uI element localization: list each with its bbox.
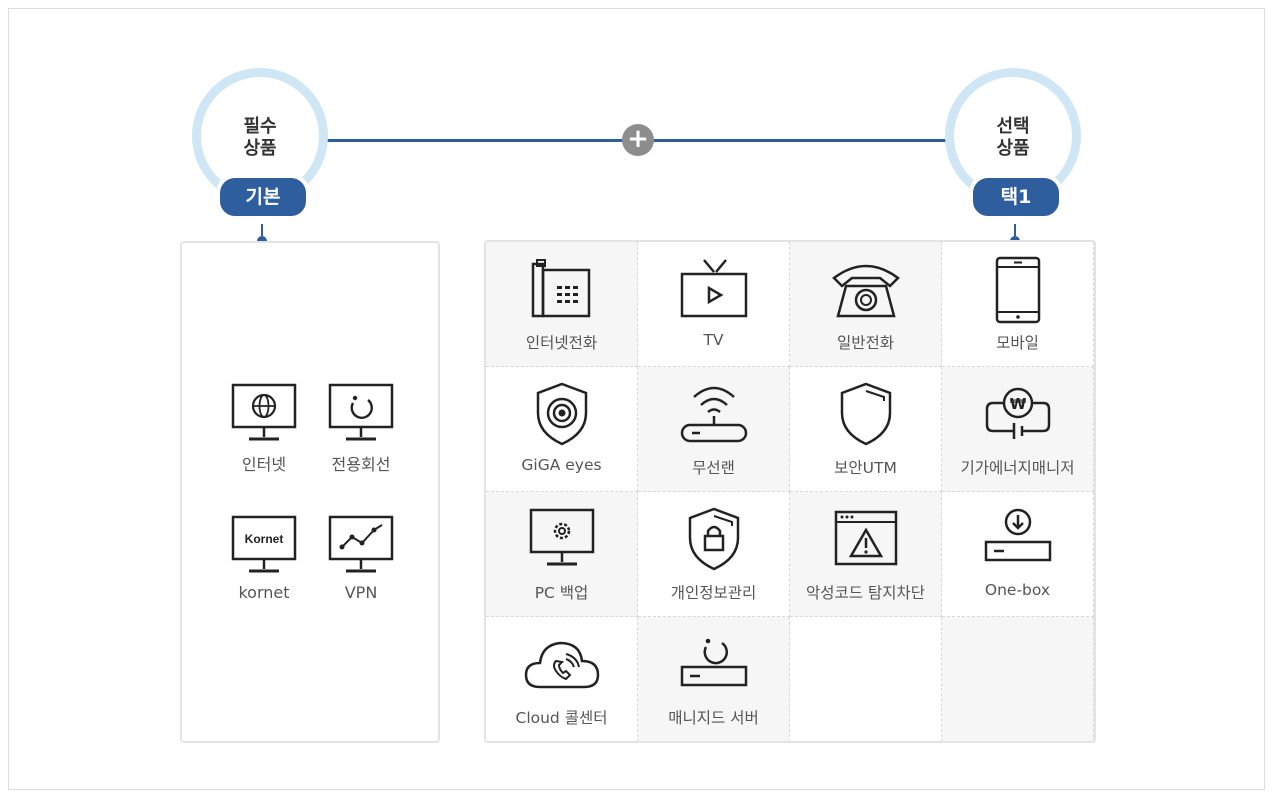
option-label: 인터넷전화 xyxy=(525,334,598,352)
camera-shield-icon xyxy=(536,382,587,446)
basic-item-kornet[interactable]: Kornet kornet xyxy=(219,515,309,602)
option-tv[interactable]: TV xyxy=(638,242,790,367)
select-pin-line xyxy=(1014,224,1016,236)
basic-pill: 기본 xyxy=(216,174,310,220)
network-monitor-icon xyxy=(328,515,394,573)
one-box-icon xyxy=(984,508,1051,562)
optional-products-panel: 인터넷전화 TV 일반전화 xyxy=(484,240,1096,743)
privacy-lock-icon xyxy=(688,507,739,571)
kornet-screen-text: Kornet xyxy=(245,532,284,546)
basic-item-label: 전용회선 xyxy=(331,455,391,474)
option-energy-manager[interactable]: ₩ 기가에너지매니저 xyxy=(942,367,1094,492)
optional-products-grid: 인터넷전화 TV 일반전화 xyxy=(486,242,1094,741)
managed-server-icon xyxy=(680,638,747,687)
basic-item-label: kornet xyxy=(238,583,290,602)
option-malware[interactable]: 악성코드 탐지차단 xyxy=(790,492,942,617)
plus-icon: + xyxy=(622,124,654,156)
basic-item-internet[interactable]: 인터넷 xyxy=(219,383,309,475)
option-label: 일반전화 xyxy=(836,334,895,352)
kornet-monitor-icon: Kornet xyxy=(231,515,297,573)
won-symbol: ₩ xyxy=(1009,395,1026,413)
required-title-line1: 필수 xyxy=(243,116,277,137)
basic-item-leased-line[interactable]: 전용회선 xyxy=(316,383,406,475)
basic-item-vpn[interactable]: VPN xyxy=(316,515,406,602)
option-label: GiGA eyes xyxy=(521,456,602,474)
option-label: 악성코드 탐지차단 xyxy=(805,584,925,602)
optional-title-line2: 상품 xyxy=(996,138,1030,159)
telephone-icon xyxy=(831,264,900,318)
option-privacy[interactable]: 개인정보관리 xyxy=(638,492,790,617)
select-one-pill: 택1 xyxy=(969,174,1063,220)
internet-phone-icon xyxy=(531,259,590,318)
empty-cell xyxy=(790,617,942,741)
required-title-line2: 상품 xyxy=(243,138,277,159)
option-label: 모바일 xyxy=(996,334,1039,352)
option-label: 보안UTM xyxy=(834,459,897,477)
option-mobile[interactable]: 모바일 xyxy=(942,242,1094,367)
shield-icon xyxy=(840,382,891,446)
optional-products-title: 선택 상품 xyxy=(945,116,1081,160)
mobile-icon xyxy=(995,256,1040,324)
option-security-utm[interactable]: 보안UTM xyxy=(790,367,942,492)
option-giga-eyes[interactable]: GiGA eyes xyxy=(486,367,638,492)
basic-item-label: VPN xyxy=(344,583,378,602)
basic-item-label: 인터넷 xyxy=(241,455,287,474)
optional-title-line1: 선택 xyxy=(996,116,1030,137)
globe-monitor-icon xyxy=(231,383,297,441)
energy-manager-icon: ₩ xyxy=(985,387,1050,439)
malware-warning-icon xyxy=(834,510,897,566)
option-one-box[interactable]: One-box xyxy=(942,492,1094,617)
option-label: 기가에너지매니저 xyxy=(960,459,1075,477)
wifi-router-icon xyxy=(680,386,747,443)
option-label: 개인정보관리 xyxy=(670,584,757,602)
empty-cell xyxy=(942,617,1094,741)
tv-icon xyxy=(680,259,747,318)
option-label: 매니지드 서버 xyxy=(668,709,759,727)
option-label: TV xyxy=(703,331,724,349)
option-pc-backup[interactable]: PC 백업 xyxy=(486,492,638,617)
option-label: 무선랜 xyxy=(692,459,735,477)
required-products-title: 필수 상품 xyxy=(192,116,328,160)
option-cloud-callcenter[interactable]: Cloud 콜센터 xyxy=(486,617,638,741)
basic-pin-line xyxy=(261,224,263,236)
option-internet-phone[interactable]: 인터넷전화 xyxy=(486,242,638,367)
option-label: PC 백업 xyxy=(534,584,589,602)
option-landline[interactable]: 일반전화 xyxy=(790,242,942,367)
option-label: Cloud 콜센터 xyxy=(515,709,608,727)
cloud-call-icon xyxy=(524,641,599,689)
basic-products-panel: 인터넷 전용회선 Kornet kornet VPN xyxy=(180,241,440,743)
option-label: One-box xyxy=(984,581,1051,599)
pc-backup-icon xyxy=(529,508,594,566)
option-managed-server[interactable]: 매니지드 서버 xyxy=(638,617,790,741)
sync-monitor-icon xyxy=(328,383,394,441)
option-wifi[interactable]: 무선랜 xyxy=(638,367,790,492)
